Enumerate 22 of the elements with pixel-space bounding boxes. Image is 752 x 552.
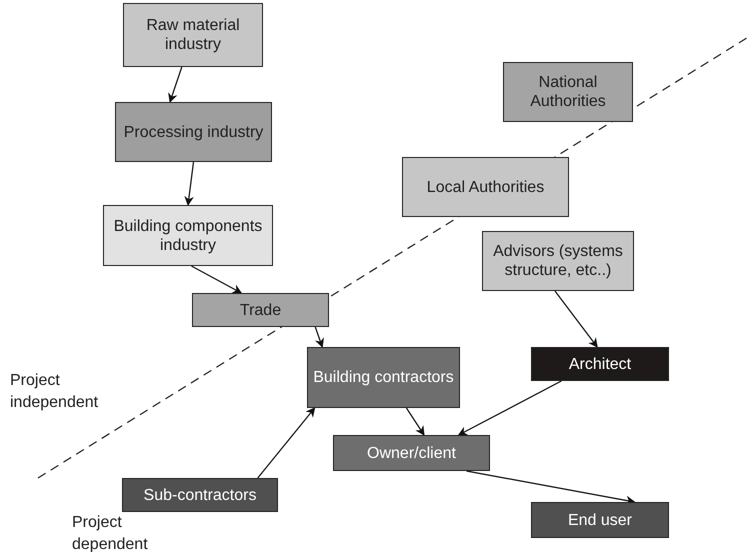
region-label: Project dependent [72, 513, 149, 552]
arrow [191, 265, 242, 294]
arrow [314, 326, 324, 348]
process-box: National Authorities [503, 62, 633, 122]
arrow [257, 407, 316, 478]
process-box: Building contractors [307, 347, 460, 408]
arrow [168, 66, 182, 103]
region-label: Project independent [10, 371, 100, 413]
process-box: Trade [192, 293, 329, 327]
process-box: Advisors (systems structure, etc..) [482, 231, 634, 291]
process-box: Owner/client [333, 435, 490, 471]
process-box: Local Authorities [402, 157, 569, 217]
arrow [458, 380, 562, 436]
arrow [554, 290, 598, 348]
process-box: Raw material industry [123, 3, 263, 67]
process-box: End user [531, 502, 669, 538]
process-box: Sub-contractors [122, 478, 278, 512]
process-box: Building components industry [103, 205, 273, 266]
arrow [184, 162, 194, 206]
process-box: Architect [531, 347, 669, 381]
arrow [406, 408, 425, 436]
process-box: Processing industry [115, 102, 272, 162]
